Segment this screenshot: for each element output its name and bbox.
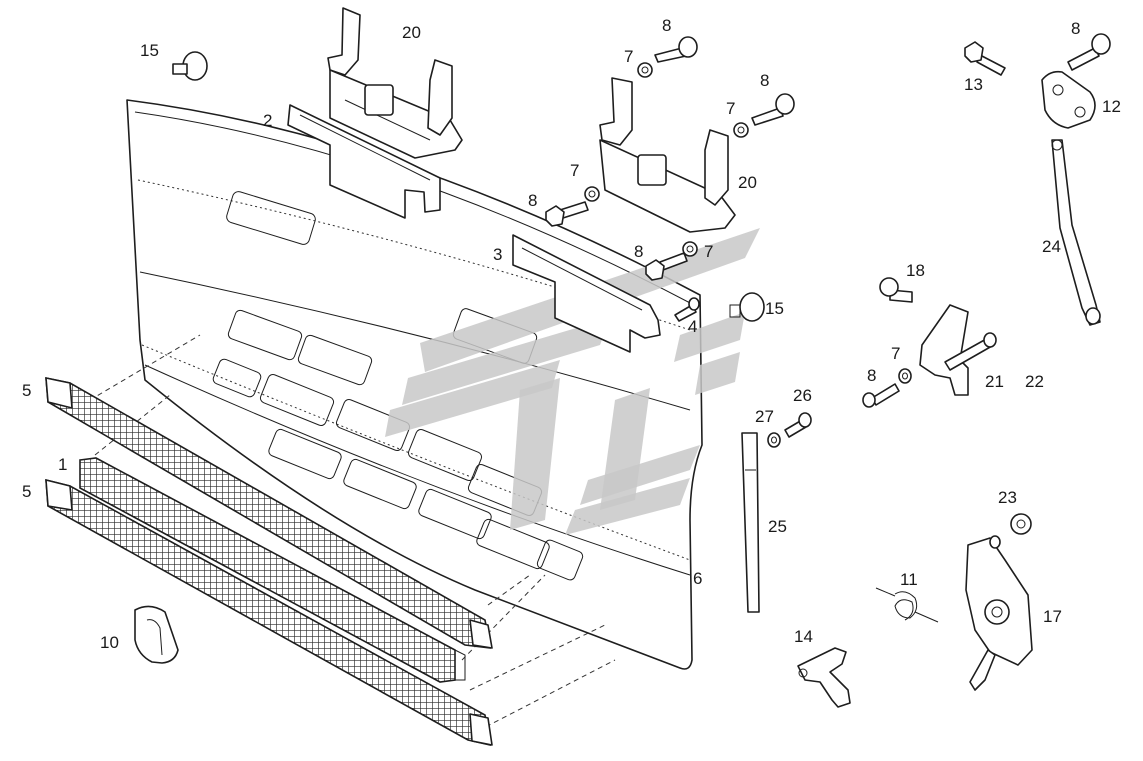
callout-6: 6: [693, 569, 703, 588]
callout-24: 24: [1042, 237, 1061, 256]
screw-4: [674, 297, 700, 322]
washer-7-left: [584, 186, 600, 202]
callout-8: 8: [867, 366, 877, 385]
callout-17: 17: [1043, 607, 1062, 626]
washer-7-top: [637, 62, 653, 78]
callout-8: 8: [760, 71, 770, 90]
callout-8: 8: [528, 191, 538, 210]
spring-11: [875, 587, 939, 623]
callout-12: 12: [1102, 97, 1121, 116]
callout-20: 20: [402, 23, 421, 42]
bolt-8-center: [645, 252, 688, 281]
plug-15-top: [172, 51, 208, 81]
callout-1: 1: [58, 455, 68, 474]
callout-2: 2: [263, 111, 273, 130]
callout-27: 27: [755, 407, 774, 426]
callout-15: 15: [140, 41, 159, 60]
washer-7-center: [682, 241, 698, 257]
callout-26: 26: [793, 386, 812, 405]
washer-7-mid: [733, 122, 749, 138]
callout-10: 10: [100, 633, 119, 652]
mesh-strip-middle: [79, 457, 466, 683]
callout-22: 22: [1025, 372, 1044, 391]
callout-7: 7: [891, 344, 901, 363]
mesh-strip-upper: [45, 376, 493, 649]
plug-15-right: [729, 292, 765, 322]
bolt-8-right: [862, 383, 900, 408]
washer-27: [767, 432, 781, 448]
callout-7: 7: [624, 47, 634, 66]
bracket-12: [1041, 70, 1096, 129]
callout-3: 3: [493, 245, 503, 264]
callout-7: 7: [570, 161, 580, 180]
callout-23: 23: [998, 488, 1017, 507]
bolt-8-far-right: [1067, 33, 1111, 71]
bolt-13: [964, 41, 1006, 76]
callout-7: 7: [704, 242, 714, 261]
nut-23: [1010, 513, 1032, 535]
washer-7-right: [898, 368, 912, 384]
callout-13: 13: [964, 75, 983, 94]
hinge-20-top: [327, 7, 463, 159]
callout-7: 7: [726, 99, 736, 118]
callout-8: 8: [1071, 19, 1081, 38]
callout-5: 5: [22, 482, 32, 501]
callout-11: 11: [900, 570, 918, 589]
callout-25: 25: [768, 517, 787, 536]
callout-15: 15: [765, 299, 784, 318]
bolt-8-mid: [751, 93, 795, 126]
bracket-3: [512, 234, 661, 353]
callout-8: 8: [662, 16, 672, 35]
callout-5: 5: [22, 381, 32, 400]
screw-26: [784, 412, 812, 438]
hinge-20-right: [599, 77, 736, 233]
callout-18: 18: [906, 261, 925, 280]
bolt-8-top: [654, 36, 698, 63]
bracket-21: [919, 304, 997, 396]
callout-4: 4: [688, 317, 698, 336]
strut-24: [1051, 139, 1101, 326]
lock-17: [965, 535, 1033, 691]
mesh-strip-lower: [45, 478, 493, 747]
callout-20: 20: [738, 173, 757, 192]
clip-part: [134, 605, 179, 664]
lever-14: [797, 647, 851, 708]
callout-14: 14: [794, 627, 813, 646]
rod-25: [741, 432, 760, 613]
bolt-8-left: [545, 201, 589, 227]
callout-21: 21: [985, 372, 1004, 391]
bracket-2: [287, 104, 441, 219]
callout-8: 8: [634, 242, 644, 261]
pin-18: [879, 277, 913, 303]
